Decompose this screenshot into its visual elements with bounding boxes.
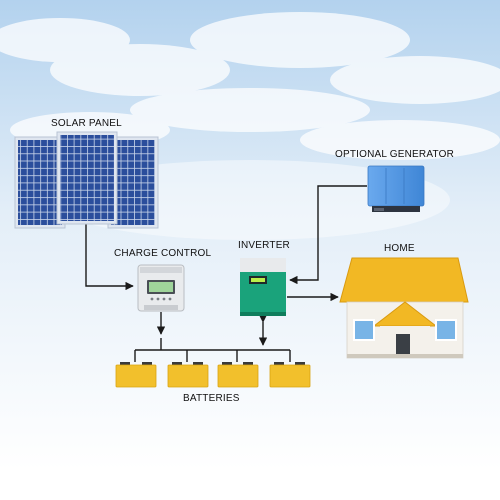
battery-1: [115, 362, 157, 388]
batteries-label: BATTERIES: [183, 393, 240, 404]
charge-control-label: CHARGE CONTROL: [114, 248, 212, 259]
wire-solar-to-controller: [85, 222, 134, 291]
solar-panel-array: [14, 131, 159, 229]
charge-controller: [137, 264, 185, 312]
battery-4: [269, 362, 311, 388]
battery-3: [217, 362, 259, 388]
inverter: [240, 258, 286, 316]
inverter-label: INVERTER: [238, 240, 290, 251]
battery-bank: [115, 362, 311, 388]
optional-generator-label: OPTIONAL GENERATOR: [335, 149, 454, 160]
wire-generator-to-inverter: [289, 185, 367, 285]
home-label: HOME: [384, 243, 415, 254]
home: [339, 257, 469, 359]
solar-panel-label: SOLAR PANEL: [51, 118, 122, 129]
battery-2: [167, 362, 209, 388]
generator: [367, 165, 425, 212]
wiring: [85, 185, 367, 362]
